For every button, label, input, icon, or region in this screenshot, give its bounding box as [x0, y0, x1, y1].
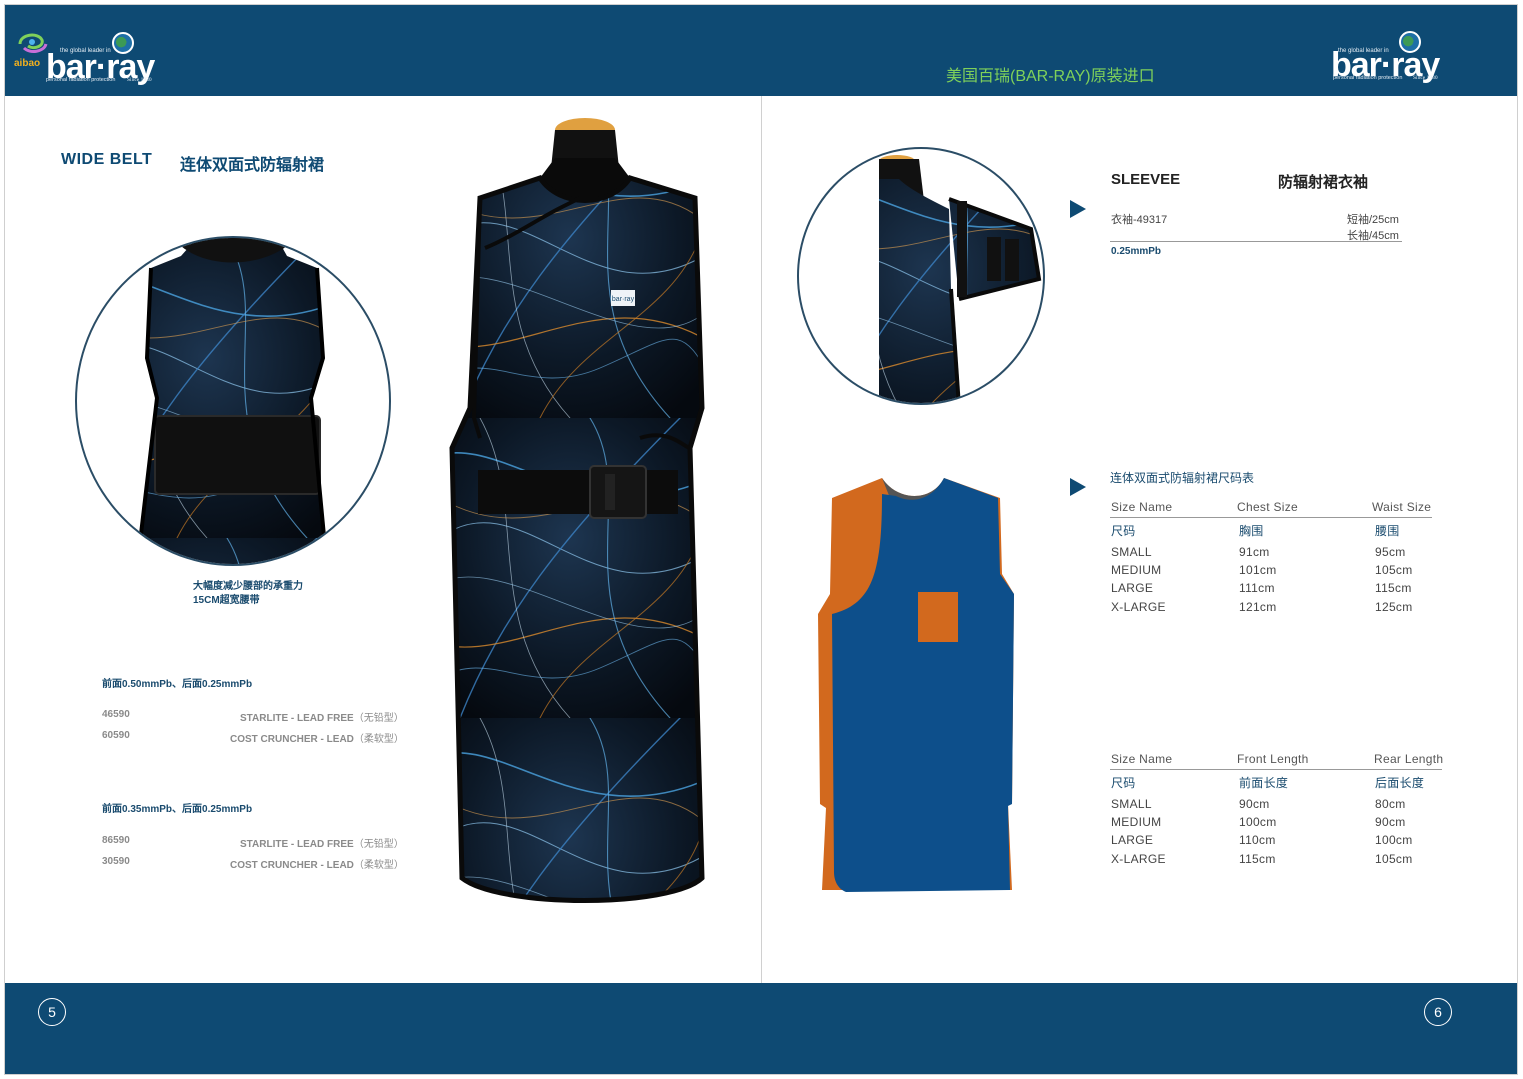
sleeve-title-en: SLEEVEE	[1111, 171, 1181, 188]
table-rule	[1110, 517, 1432, 518]
product-title-en: WIDE BELT	[61, 151, 153, 168]
page-number-left: 5	[38, 998, 66, 1026]
table-cell: 125cm	[1375, 600, 1413, 614]
spec-name-en: STARLITE - LEAD FREE	[240, 839, 354, 850]
spec-name: COST CRUNCHER - LEAD（柔软型）	[230, 856, 404, 871]
table-cell: 105cm	[1375, 563, 1413, 577]
spec-code: 60590	[102, 730, 130, 741]
apron-flat-illustration	[818, 478, 1014, 892]
table-cell: 115cm	[1239, 852, 1276, 866]
sleeve-lead-equivalent: 0.25mmPb	[1111, 246, 1162, 257]
sleeve-code: 衣袖-49317	[1111, 214, 1168, 226]
belt-detail-image	[75, 236, 391, 566]
table-cell: 100cm	[1239, 815, 1277, 829]
belt-caption-line1: 大幅度减少腰部的承重力	[193, 581, 303, 592]
aibao-reseller-mark: aibao	[14, 58, 41, 69]
globe-icon	[112, 32, 134, 54]
header-import-text: 美国百瑞(BAR-RAY)原装进口	[946, 68, 1155, 85]
table-cell: 105cm	[1375, 852, 1413, 866]
table-cell: 110cm	[1239, 833, 1276, 847]
table-header: Size Name	[1111, 500, 1173, 514]
footer-band	[5, 983, 1518, 1075]
table-rule	[1110, 769, 1442, 770]
spec-group1-heading: 前面0.50mmPb、后面0.25mmPb	[102, 679, 253, 690]
table-cell: X-LARGE	[1111, 600, 1166, 614]
table-header-cn: 尺码	[1111, 776, 1136, 790]
table-cell: 91cm	[1239, 545, 1270, 559]
spec-name: STARLITE - LEAD FREE（无铅型）	[240, 835, 404, 850]
apron-badge-text: bar·ray	[612, 296, 635, 303]
globe-icon	[1399, 31, 1421, 53]
page-number-right: 6	[1424, 998, 1452, 1026]
brand-subline: personal radiation protection	[46, 77, 116, 83]
table-header: Waist Size	[1372, 500, 1432, 514]
spec-group2-heading: 前面0.35mmPb、后面0.25mmPb	[102, 804, 253, 815]
table-cell: 80cm	[1375, 797, 1406, 811]
spec-name-cn: （柔软型）	[353, 734, 404, 745]
size-table-arrow-icon	[1070, 478, 1086, 496]
table-header-cn: 腰围	[1375, 524, 1400, 538]
table-cell: LARGE	[1111, 833, 1154, 847]
sleeve-detail-image	[797, 147, 1045, 405]
spec-name: COST CRUNCHER - LEAD（柔软型）	[230, 730, 404, 745]
table-header: Front Length	[1237, 752, 1309, 766]
header-band	[5, 5, 1518, 96]
table-cell: MEDIUM	[1111, 815, 1162, 829]
spec-name: STARLITE - LEAD FREE（无铅型）	[240, 709, 404, 724]
table-header: Rear Length	[1374, 752, 1444, 766]
table-cell: LARGE	[1111, 581, 1154, 595]
table-cell: 90cm	[1375, 815, 1406, 829]
table-header: Chest Size	[1237, 500, 1299, 514]
table-cell: 121cm	[1239, 600, 1277, 614]
apron-product-image: bar·ray	[449, 118, 705, 903]
spec-name-en: COST CRUNCHER - LEAD	[230, 734, 354, 745]
table-cell: 95cm	[1375, 545, 1406, 559]
brand-wordmark: bar·ray	[1331, 46, 1440, 84]
brand-wordmark: bar·ray	[46, 48, 155, 86]
sleeve-divider	[1110, 241, 1402, 242]
spec-code: 46590	[102, 709, 130, 720]
sleeve-title-cn: 防辐射裙衣袖	[1278, 174, 1369, 191]
sleeve-section-arrow-icon	[1070, 200, 1086, 218]
spec-name-cn: （无铅型）	[353, 839, 404, 850]
table-header: Size Name	[1111, 752, 1173, 766]
brand-tagline: the global leader in	[1338, 48, 1389, 54]
table-cell: 115cm	[1375, 581, 1412, 595]
page-spread-divider	[761, 96, 762, 983]
brand-subline: personal radiation protection	[1333, 75, 1403, 81]
brand-since: Since 1930	[1413, 75, 1438, 81]
table-cell: SMALL	[1111, 545, 1152, 559]
spec-name-en: COST CRUNCHER - LEAD	[230, 860, 354, 871]
sleeve-long-length: 长袖/45cm	[1347, 230, 1399, 242]
product-title-cn: 连体双面式防辐射裙	[180, 157, 325, 174]
table-cell: X-LARGE	[1111, 852, 1166, 866]
table-cell: 100cm	[1375, 833, 1413, 847]
table-header-cn: 胸围	[1239, 524, 1264, 538]
spec-name-en: STARLITE - LEAD FREE	[240, 713, 354, 724]
sleeve-short-length: 短袖/25cm	[1347, 214, 1399, 226]
table-cell: 101cm	[1239, 563, 1277, 577]
aibao-logo-mark-icon	[18, 33, 48, 53]
table-header-cn: 后面长度	[1375, 776, 1425, 790]
table-cell: MEDIUM	[1111, 563, 1162, 577]
table-cell: 90cm	[1239, 797, 1270, 811]
belt-caption-line2: 15CM超宽腰带	[193, 595, 260, 606]
table-header-cn: 尺码	[1111, 524, 1136, 538]
brand-tagline: the global leader in	[60, 48, 111, 54]
spec-name-cn: （无铅型）	[353, 713, 404, 724]
table-header-cn: 前面长度	[1239, 776, 1289, 790]
spec-code: 30590	[102, 856, 130, 867]
table-cell: 111cm	[1239, 581, 1275, 595]
size-table-title: 连体双面式防辐射裙尺码表	[1110, 471, 1255, 485]
spec-name-cn: （柔软型）	[353, 860, 404, 871]
spec-code: 86590	[102, 835, 130, 846]
brand-since: Since 1930	[127, 77, 152, 83]
table-cell: SMALL	[1111, 797, 1152, 811]
